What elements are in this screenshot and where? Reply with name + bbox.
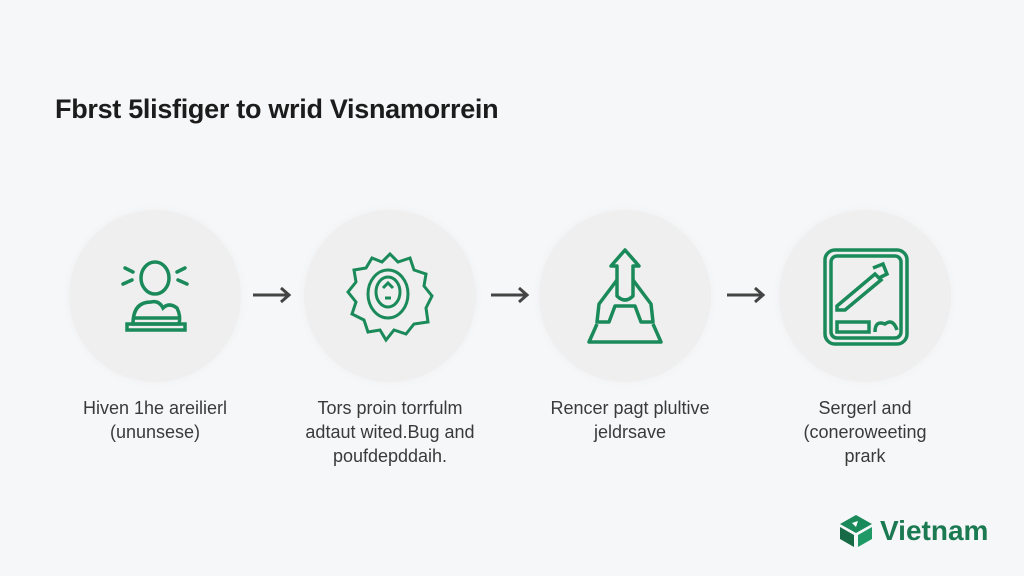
step-1-circle [69, 210, 241, 382]
step-4-label: Sergerl and (coneroweeting prark [755, 396, 975, 468]
arrow-right-icon [491, 286, 530, 304]
arrow-right-icon [253, 286, 292, 304]
arrow-right-icon [727, 286, 766, 304]
step-1-label: Hiven 1he areilierl (ununsese) [45, 396, 265, 444]
page-title: Fbrst 5lisfiger to wrid Visnamorrein [55, 94, 499, 124]
step-2-label-line: Tors proin torrfulm [317, 398, 463, 418]
step-4-label-line: Sergerl and [818, 398, 912, 418]
badge-icon [346, 251, 434, 343]
step-4-label-line: prark [844, 446, 886, 466]
step-2-label: Tors proin torrfulm adtaut wited.Bug and… [280, 396, 500, 468]
step-3-label-line: Rencer pagt plultive [550, 398, 710, 418]
rocket-icon [587, 248, 663, 344]
cube-logo-icon [840, 515, 872, 547]
brand-logo: Vietnam [838, 513, 988, 549]
step-3-label: Rencer pagt plultive jeldrsave [520, 396, 740, 444]
step-1-label-line: (ununsese) [109, 422, 201, 442]
person-icon [121, 260, 189, 332]
step-3-label-line: jeldrsave [593, 422, 667, 442]
step-2-label-line: adtaut wited.Bug and [305, 422, 475, 442]
step-1-label-line: Hiven 1he areilierl [82, 398, 228, 418]
document-icon [823, 248, 909, 346]
step-2-label-line: poufdepddaih. [332, 446, 448, 466]
step-3-circle [539, 210, 711, 382]
step-4-circle [779, 210, 951, 382]
step-4-label-line: (coneroweeting [803, 422, 927, 442]
brand-name: Vietnam [880, 515, 989, 546]
step-2-circle [304, 210, 476, 382]
